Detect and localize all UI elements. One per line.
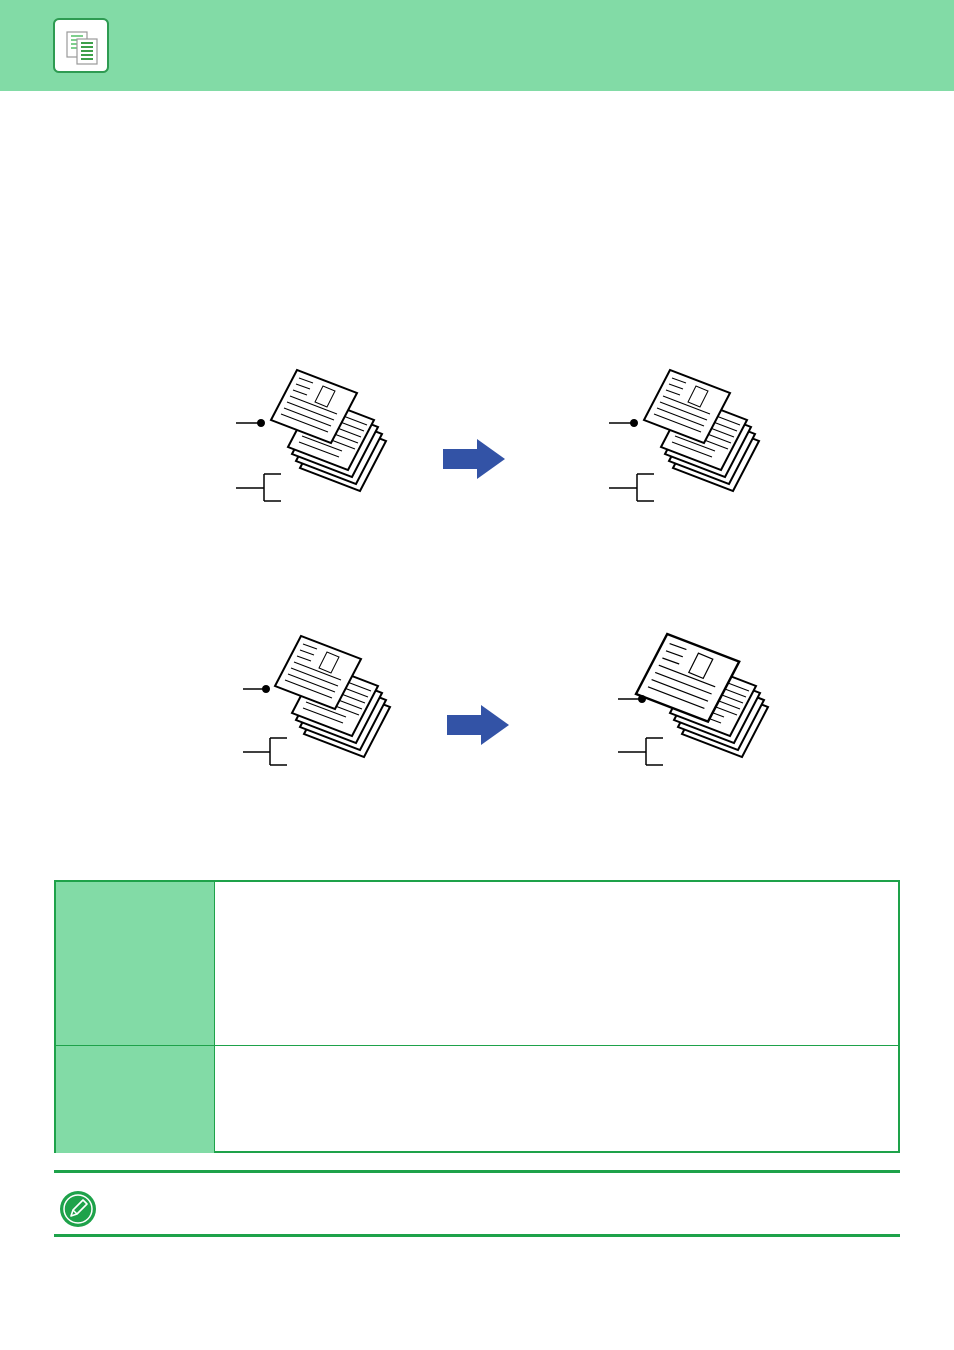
table-row-heading bbox=[56, 1046, 215, 1153]
note-text bbox=[110, 1192, 890, 1222]
settings-table bbox=[54, 880, 900, 1153]
copy-mode-button[interactable] bbox=[53, 18, 109, 73]
table-row bbox=[56, 882, 898, 1046]
table-row bbox=[56, 1046, 898, 1153]
after-stack-2 bbox=[618, 632, 769, 766]
arrow-2 bbox=[447, 705, 509, 745]
before-stack-1 bbox=[236, 369, 387, 502]
table-row-heading bbox=[56, 882, 215, 1045]
note-divider-top bbox=[54, 1170, 900, 1173]
after-stack-1 bbox=[609, 369, 760, 502]
table-row-content bbox=[215, 882, 898, 1045]
pencil-note-icon bbox=[60, 1191, 96, 1227]
note-divider-bottom bbox=[54, 1234, 900, 1237]
arrow-1 bbox=[443, 439, 505, 479]
copy-documents-icon bbox=[66, 31, 98, 65]
header-bar bbox=[0, 0, 954, 91]
placement-diagram bbox=[236, 369, 769, 766]
before-stack-2 bbox=[243, 635, 391, 766]
table-row-content bbox=[215, 1046, 898, 1153]
